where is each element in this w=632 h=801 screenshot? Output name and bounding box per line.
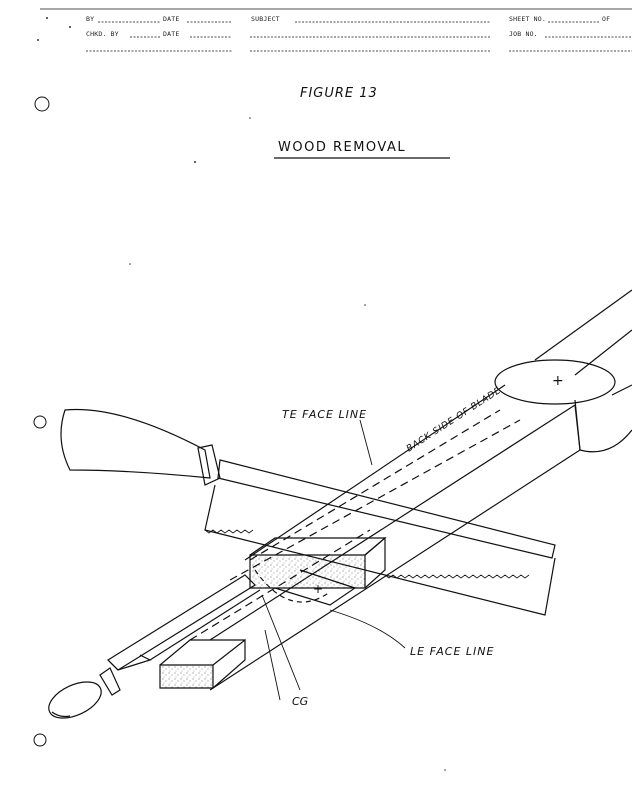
date2-label: DATE — [163, 30, 180, 38]
figure-number: FIGURE 13 — [300, 86, 378, 101]
binder-hole-middle — [33, 415, 47, 429]
cg-mark-label: + — [313, 582, 324, 596]
binder-hole-bottom — [33, 733, 47, 747]
header-rules — [40, 8, 632, 52]
sheet-no-label: SHEET NO. — [509, 15, 547, 23]
subject-label: SUBJECT — [251, 15, 280, 23]
specks — [37, 17, 446, 771]
date-label: DATE — [163, 15, 180, 23]
blade — [159, 289, 632, 701]
binder-hole-top — [34, 96, 50, 112]
wood-block — [249, 536, 387, 606]
le-face-line-label: LE FACE LINE — [410, 645, 495, 658]
saw — [60, 408, 556, 616]
by-label: BY — [86, 15, 95, 23]
of-label: OF — [602, 15, 611, 23]
chisel — [48, 574, 261, 719]
figure-title: WOOD REMOVAL — [278, 140, 407, 155]
cg-label: CG — [292, 695, 309, 708]
job-no-label: JOB NO. — [509, 30, 538, 38]
center-mark-label: + — [552, 373, 564, 389]
te-face-line-label: TE FACE LINE — [282, 408, 368, 421]
chkd-by-label: CHKD. BY — [86, 30, 119, 38]
